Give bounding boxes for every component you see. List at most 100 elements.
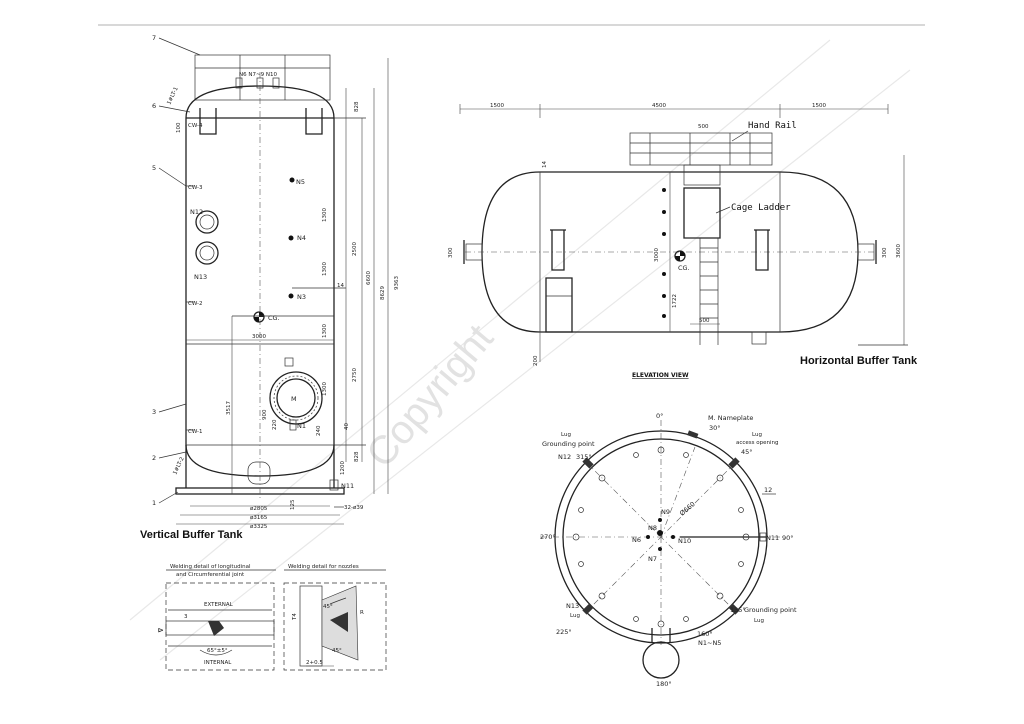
dim-6600: 6600 [366, 271, 372, 285]
plan-n12-label: N12 [558, 453, 571, 461]
nozzle-angle-label-2: 45° [332, 648, 342, 654]
dim-500-bottom: 500 [699, 318, 710, 324]
dim-220: 220 [272, 419, 278, 430]
dim-3000-horizontal: 3000 [654, 248, 660, 262]
dim-2750: 2750 [352, 368, 358, 382]
plan-n7-label: N7 [648, 555, 657, 563]
grounding-point-label-b: Grounding point [542, 440, 595, 448]
plan-n6-label: N6 [632, 536, 641, 544]
r-label: R [360, 610, 364, 616]
dim-14-vert: 14 [337, 283, 344, 289]
dim-900: 900 [262, 409, 268, 420]
nozzle-n5-label: N5 [296, 178, 305, 186]
internal-label: INTERNAL [204, 660, 232, 666]
external-label: EXTERNAL [204, 602, 234, 608]
watermark-text: Copyright [358, 316, 502, 475]
dim-3000-vertical: 3000 [252, 334, 266, 340]
manhole-m-label: M [291, 395, 297, 403]
part-2: 2 [152, 454, 156, 462]
nozzle-n12-label: N12 [190, 208, 203, 216]
dim-828-bottom: 828 [354, 451, 360, 462]
nozzle-n4-label: N4 [297, 234, 306, 242]
dim-240: 240 [316, 425, 322, 436]
dim-1722: 1722 [672, 294, 678, 308]
vertical-tank: N6 N7~9 N10 CW-4 CW-3 CW-2 CW-1 N12 N13 … [140, 34, 400, 541]
dim-1300-b: 1300 [322, 262, 328, 276]
lug-label-b: Lug [561, 432, 571, 438]
angle-315: 315° [576, 453, 592, 461]
t4-label: T4 [292, 613, 298, 621]
head-label-bottom: 1#LT-2 [172, 456, 185, 476]
angle-180: 180° [656, 680, 672, 688]
dim-300-left: 300 [448, 247, 454, 258]
part-6: 6 [152, 102, 156, 110]
angle-160: 160° [697, 630, 713, 638]
plan-n11-label: N11 [766, 534, 779, 542]
grounding-point-label-c: Grounding point [744, 606, 797, 614]
bevel-angle-label: 65°±5° [207, 648, 228, 654]
part-callouts: 7 6 5 3 2 1 1#LT-1 1#LT-2 100 [152, 34, 201, 507]
nozzle-n13-label: N13 [194, 273, 207, 281]
gap-label-2: 2+0.5 [306, 660, 323, 666]
top-nozzles-label: N6 N7~9 N10 [239, 72, 277, 78]
lug-label-a: Lug [752, 432, 762, 438]
plan-n9-label: N9 [661, 508, 670, 516]
lug-label-d: Lug [570, 613, 580, 619]
vertical-right-dims: 828 1300 1300 1300 1300 2500 2750 6600 8… [290, 58, 400, 510]
angle-30: 30° [709, 424, 721, 432]
welding-title-1b: and Circumferential joint [176, 572, 245, 578]
plan-dia-label: Ø660 [678, 500, 697, 517]
cg-label: CG. [268, 314, 280, 322]
angle-0: 0° [656, 412, 663, 420]
nozzle-angle-label-1: 45° [323, 604, 333, 610]
angle-135: 135° [730, 606, 746, 614]
dim-3600: 3600 [896, 244, 902, 258]
dim-1300-c: 1300 [322, 324, 328, 338]
dim-1200: 1200 [340, 461, 346, 475]
part-1: 1 [152, 499, 156, 507]
nozzle-n1-label: N1 [297, 422, 306, 430]
dim-500-top: 500 [698, 124, 709, 130]
seam-cw1: CW-1 [188, 429, 203, 435]
seam-cw2: CW-2 [188, 301, 203, 307]
welding-title-2: Welding detail for nozzles [288, 564, 359, 570]
part-5: 5 [152, 164, 156, 172]
dim-40: 40 [344, 423, 350, 430]
seam-cw3: CW-3 [188, 185, 203, 191]
vertical-tank-title: Vertical Buffer Tank [140, 529, 243, 541]
dim-1500-left: 1500 [490, 103, 504, 109]
dim-828-top: 828 [354, 101, 360, 112]
dim-100: 100 [176, 122, 182, 133]
hand-rail-label: Hand Rail [748, 121, 797, 131]
dim-dia-3165: ø3165 [250, 515, 268, 521]
dim-8629: 8629 [380, 286, 386, 300]
cage-ladder-label: Cage Ladder [731, 203, 791, 213]
nozzle-n3-label: N3 [297, 293, 306, 301]
part-12: 12 [764, 486, 772, 494]
angle-90: 90° [782, 534, 794, 542]
plan-n8-label: N8 [648, 524, 657, 532]
plan-n13-label: N13 [566, 602, 579, 610]
plan-n1-n5-label: N1~N5 [698, 639, 721, 647]
gap-label-1: 3 [184, 614, 188, 620]
angle-225: 225° [556, 628, 572, 636]
horizontal-tank-title: Horizontal Buffer Tank [800, 355, 918, 367]
dim-2500: 2500 [352, 242, 358, 256]
plan-view: Ø660 0° M. Nameplate 30° Lug access open… [540, 412, 797, 688]
dim-14-horizontal: 14 [542, 161, 548, 168]
dim-200: 200 [533, 355, 539, 366]
dim-1300-a: 1300 [322, 208, 328, 222]
dim-dia-3325: ø3325 [250, 524, 268, 530]
plan-n10-label: N10 [678, 537, 691, 545]
dim-1500-right: 1500 [812, 103, 826, 109]
lug-label-c: Lug [754, 618, 764, 624]
welding-details: Welding detail of longitudinal and Circu… [158, 564, 387, 671]
dim-1300-d: 1300 [322, 382, 328, 396]
elevation-view-label: ELEVATION VIEW [632, 372, 689, 379]
horizontal-tank: 1500 4500 1500 Hand Rail 500 [448, 103, 918, 379]
nozzle-n11-label: N11 [341, 482, 354, 490]
part-3: 3 [152, 408, 156, 416]
dim-300-right: 300 [882, 247, 888, 258]
bolt-holes-label: 32-ø39 [344, 505, 364, 511]
